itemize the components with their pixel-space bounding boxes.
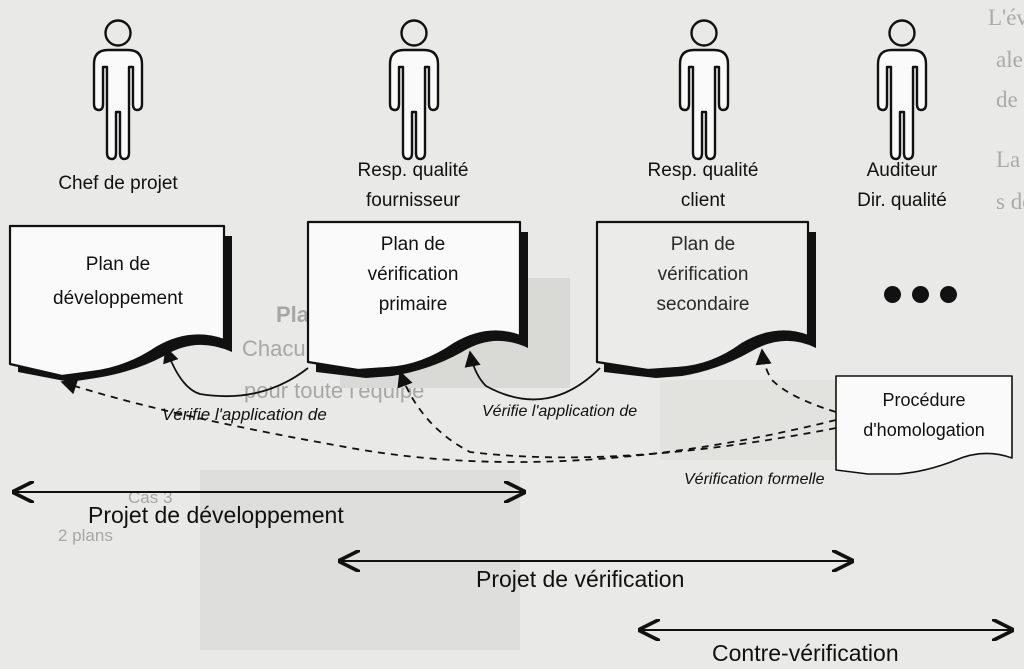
arrow-formelle-to-verif-primaire xyxy=(397,370,837,459)
ellipsis-dot xyxy=(912,286,929,303)
document-procedure xyxy=(835,375,1013,475)
ellipsis-dot xyxy=(884,286,901,303)
document-plan-verif-primaire xyxy=(306,220,528,378)
annotation-verifie-1: Vérifie l'application de xyxy=(162,405,327,424)
document-label-plan-dev: Plan de développement xyxy=(53,254,183,309)
actor-label-auditeur: Auditeur Dir. qualité xyxy=(857,160,947,211)
span-label-projet-verification: Projet de vérification xyxy=(476,566,685,592)
ghost-box xyxy=(660,380,840,460)
background-text-line-2: ale fin du projet apporte des enseigneme… xyxy=(996,47,1024,72)
document-plan-verif-secondaire xyxy=(595,220,816,378)
annotation-verifie-2: Vérifie l'application de xyxy=(482,403,638,420)
background-text-line-1: L'évaluation du rapport de projet ne s'a… xyxy=(988,5,1024,30)
actor-label-chef: Chef de projet xyxy=(58,173,178,194)
actor-rq-client-person-icon xyxy=(678,19,730,161)
actor-rq-fournisseur-person-icon xyxy=(388,19,440,161)
document-label-procedure: Procédure d'homologation xyxy=(863,390,985,440)
actor-label-rq-client: Resp. qualité client xyxy=(647,160,759,211)
document-plan-dev xyxy=(8,224,232,382)
ellipsis-icon xyxy=(884,286,968,308)
ghost-cas-line-2: 2 plans xyxy=(58,526,113,545)
ellipsis-dot xyxy=(940,286,957,303)
background-text-line-5: s de l'e xyxy=(996,189,1024,214)
document-label-plan-verif-secondaire: Plan de vérification secondaire xyxy=(656,234,750,315)
actor-auditeur-person-icon xyxy=(876,19,928,161)
actor-label-rq-fournisseur: Resp. qualité fournisseur xyxy=(357,160,469,211)
annotation-verification-formelle: Vérification formelle xyxy=(684,471,825,488)
arrow-verifie-1 xyxy=(163,346,309,398)
actor-chef-person-icon xyxy=(92,19,144,161)
arrow-formelle-to-plan-dev xyxy=(60,378,837,463)
background-text-line-4: La coordination des différents plans sel… xyxy=(996,147,1024,172)
span-label-contre-verification: Contre-vérification xyxy=(712,640,899,666)
arrow-formelle-to-verif-secondaire xyxy=(755,348,837,413)
arrow-verifie-2 xyxy=(464,350,601,401)
background-text-line-3: de la qualité du produit livré, plus tar… xyxy=(996,87,1024,112)
span-label-projet-developpement: Projet de développement xyxy=(88,502,344,528)
document-label-plan-verif-primaire: Plan de vérification primaire xyxy=(367,234,459,315)
